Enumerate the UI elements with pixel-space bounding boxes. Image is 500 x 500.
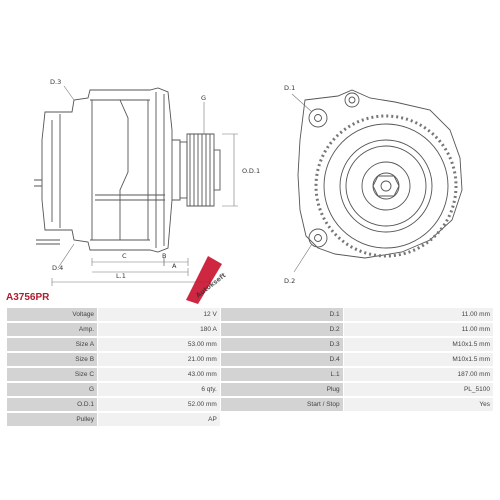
spec-value	[343, 413, 493, 426]
alternator-side-view	[41, 87, 173, 253]
spec-label: Size B	[7, 353, 98, 366]
label-od1: O.D.1	[242, 167, 260, 175]
spec-label: D.1	[220, 308, 343, 321]
label-a: A	[172, 262, 177, 270]
autokseft-watermark: Autokseft	[186, 256, 227, 304]
label-d1: D.1	[284, 84, 295, 92]
spec-label: Plug	[220, 383, 343, 396]
spec-value: 52.00 mm	[98, 398, 220, 411]
spec-label: D.3	[220, 338, 343, 351]
label-c: C	[122, 252, 127, 260]
spec-label: Size C	[7, 368, 98, 381]
spec-label: Voltage	[7, 308, 98, 321]
spec-label: O.D.1	[7, 398, 98, 411]
spec-label: D.2	[220, 323, 343, 336]
label-l1: L.1	[116, 272, 126, 280]
spec-value: M10x1.5 mm	[343, 353, 493, 366]
spec-value: Yes	[343, 398, 493, 411]
label-g: G	[201, 94, 206, 102]
spec-value: PL_5100	[343, 383, 493, 396]
pulley-side-view	[179, 133, 221, 207]
spec-label: Start / Stop	[220, 398, 343, 411]
label-d4: D.4	[52, 264, 63, 272]
label-d2: D.2	[284, 277, 295, 285]
label-d3: D.3	[50, 78, 61, 86]
spec-label: L.1	[220, 368, 343, 381]
label-b: B	[162, 252, 166, 260]
spec-value: 21.00 mm	[98, 353, 220, 366]
spec-label: Pulley	[7, 413, 98, 426]
spec-label: G	[7, 383, 98, 396]
spec-value: 187.00 mm	[343, 368, 493, 381]
spec-label: Amp.	[7, 323, 98, 336]
spec-value: M10x1.5 mm	[343, 338, 493, 351]
alternator-technical-drawing: D.3 D.4 G O.D.1 C B A L.1 D.1 D.2	[34, 78, 463, 286]
spec-value: 53.00 mm	[98, 338, 220, 351]
spec-label: Size A	[7, 338, 98, 351]
spec-value: AP	[98, 413, 220, 426]
dimension-labels: D.3 D.4 G O.D.1 C B A L.1 D.1 D.2	[50, 78, 295, 285]
spec-value: 12 V	[98, 308, 220, 321]
spec-value: 11.00 mm	[343, 323, 493, 336]
spec-value: 43.00 mm	[98, 368, 220, 381]
spec-label	[220, 413, 343, 426]
alternator-front-view	[297, 89, 463, 259]
spec-label: D.4	[220, 353, 343, 366]
spec-value: 180 A	[98, 323, 220, 336]
spec-value: 11.00 mm	[343, 308, 493, 321]
spec-value: 6 qty.	[98, 383, 220, 396]
part-code: A3756PR	[6, 292, 50, 303]
